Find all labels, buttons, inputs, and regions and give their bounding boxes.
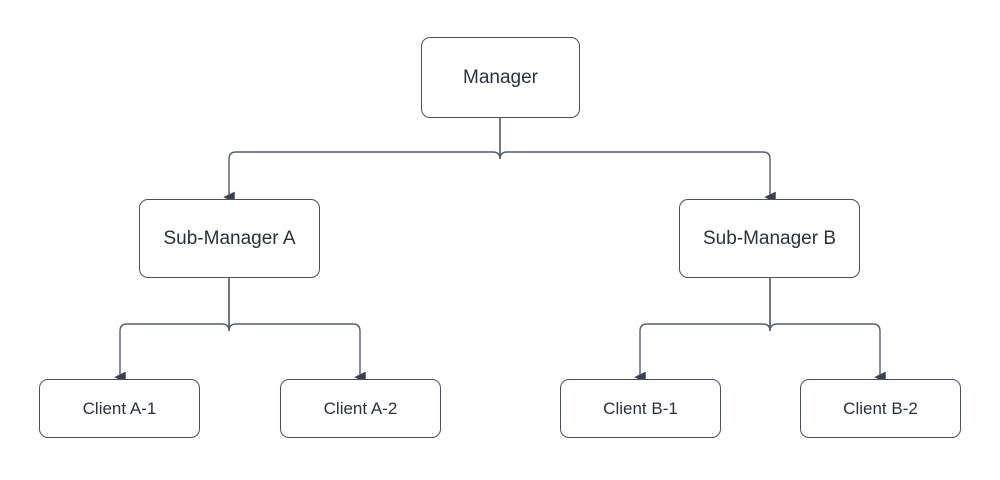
- edge-manager-to-sub-manager-b: [499, 118, 776, 203]
- node-client-b-1[interactable]: Client B-1: [560, 379, 721, 438]
- edge-sub-manager-a-to-client-a-2: [228, 278, 366, 383]
- node-client-a-1-label: Client A-1: [82, 398, 157, 418]
- node-sub-manager-a-label: Sub-Manager A: [163, 227, 296, 249]
- node-client-a-2-label: Client A-2: [323, 398, 398, 418]
- node-client-b-1-label: Client B-1: [603, 398, 678, 418]
- node-client-b-2[interactable]: Client B-2: [800, 379, 961, 438]
- node-sub-manager-b-label: Sub-Manager B: [702, 227, 837, 249]
- edge-sub-manager-b-to-client-b-1: [634, 278, 771, 383]
- node-client-a-2[interactable]: Client A-2: [280, 379, 441, 438]
- node-sub-manager-a[interactable]: Sub-Manager A: [139, 199, 320, 278]
- node-manager[interactable]: Manager: [421, 37, 580, 118]
- node-client-a-1[interactable]: Client A-1: [39, 379, 200, 438]
- edge-sub-manager-a-to-client-a-1: [114, 278, 230, 383]
- node-manager-label: Manager: [463, 66, 538, 88]
- edge-manager-to-sub-manager-a: [223, 118, 501, 203]
- edge-sub-manager-b-to-client-b-2: [769, 278, 886, 383]
- node-sub-manager-b[interactable]: Sub-Manager B: [679, 199, 860, 278]
- node-client-b-2-label: Client B-2: [843, 398, 918, 418]
